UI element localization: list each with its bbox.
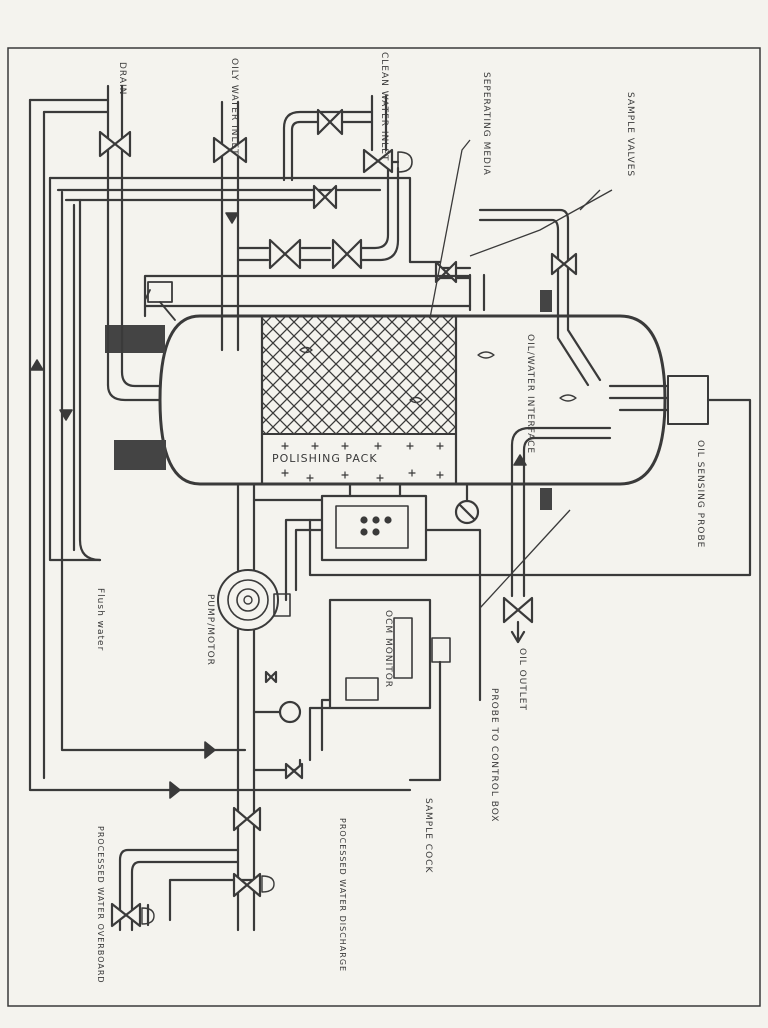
label-flush-water: Flush water	[95, 588, 105, 651]
discharge-line	[118, 758, 302, 932]
crossover-valve-2	[331, 238, 363, 270]
flush-valve	[312, 184, 338, 210]
label-oil-water-interface: OIL/WATER INTERFACE	[525, 334, 535, 454]
oil-sensing-probe	[308, 375, 752, 577]
oil-droplets	[299, 346, 577, 404]
separating-media-pack	[260, 314, 458, 486]
overboard-valve	[110, 902, 155, 928]
oily-water-inlet-valve	[212, 136, 248, 164]
oil-outlet-valve	[502, 596, 534, 644]
label-clean-water-inlet: CLEAN WATER INLET	[379, 52, 389, 161]
label-processed-water-overboard: PROCESSED WATER OVERBOARD	[96, 826, 105, 984]
label-oily-water-inlet: OILY WATER INLET	[229, 58, 239, 156]
label-ocm-monitor: OCM MONITOR	[383, 610, 393, 688]
separator-vessel	[158, 314, 667, 486]
level-gauge	[454, 482, 480, 525]
pump-motor	[217, 569, 291, 631]
label-oil-outlet: OIL OUTLET	[517, 648, 527, 711]
label-sample-valves: SAMPLE VALVES	[625, 92, 635, 177]
top-vent-line	[143, 274, 472, 318]
sample-cock-valve	[264, 670, 304, 780]
drain-line	[106, 84, 162, 402]
label-polishing-pack: POLISHING PACK	[272, 452, 378, 465]
polishing-pack	[261, 433, 457, 485]
labels: DRAIN OILY WATER INLET CLEAN WATER INLET…	[95, 52, 705, 984]
label-sample-cock: SAMPLE COCK	[423, 798, 433, 873]
clean-water-inlet-line	[282, 94, 388, 182]
vessel-support-right	[540, 290, 552, 510]
label-probe-to-control-box: PROBE TO CONTROL BOX	[489, 688, 499, 822]
clean-water-inlet-valve	[316, 108, 413, 174]
sample-valve-line	[438, 208, 602, 387]
label-oil-sensing-probe: OIL SENSING PROBE	[695, 440, 705, 548]
label-drain: DRAIN	[117, 62, 127, 95]
crossover-valve-1	[268, 238, 302, 270]
flow-arrows	[30, 212, 527, 799]
sample-valve	[550, 252, 578, 276]
ocm-monitor	[308, 598, 451, 782]
drain-valve	[98, 130, 132, 158]
control-box	[284, 482, 482, 702]
flush-water-header	[28, 98, 442, 792]
label-pump-motor: PUMP/MOTOR	[205, 594, 215, 666]
leader-lines	[429, 139, 613, 609]
paper-border	[7, 47, 761, 1007]
oil-outlet-line	[510, 426, 612, 598]
discharge-valve-2	[232, 872, 275, 898]
pressure-gauge	[252, 700, 302, 724]
vessel-support-left	[105, 325, 166, 470]
pump-suction-line	[236, 482, 324, 822]
label-processed-water-discharge: PROCESSED WATER DISCHARGE	[338, 818, 347, 972]
discharge-valve-1	[232, 806, 262, 832]
relief-valve	[144, 281, 176, 321]
label-separating-media: SEPERATING MEDIA	[481, 72, 491, 176]
